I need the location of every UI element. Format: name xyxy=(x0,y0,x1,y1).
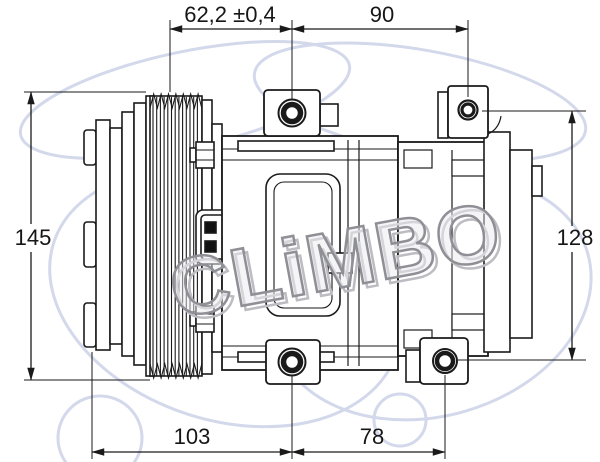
top-rear-lug-step xyxy=(437,91,449,139)
dim-label-bottom-right: 78 xyxy=(360,424,384,449)
bolt-tip xyxy=(189,147,197,163)
body-rib-block xyxy=(237,140,335,152)
dimension-lines xyxy=(27,25,576,456)
clutch-tab xyxy=(83,302,97,348)
hex-bolt xyxy=(195,141,215,169)
mounting-lugs xyxy=(263,85,489,385)
rear-stub xyxy=(531,165,543,197)
dim-label-top-left: 62,2 ±0,4 xyxy=(184,2,276,27)
connector-pin xyxy=(204,221,217,234)
bottom-rear-lug xyxy=(419,337,469,385)
dim-label-bottom-left: 103 xyxy=(174,424,211,449)
clutch-tab xyxy=(83,129,97,166)
clutch-front-plate xyxy=(95,119,111,351)
compressor-body xyxy=(221,103,399,371)
bottom-front-lug-hole xyxy=(277,347,307,377)
lug-step xyxy=(319,103,339,127)
bottom-rear-lug-hole xyxy=(432,348,458,374)
clutch-ring xyxy=(121,111,135,357)
bottom-rear-lug-step xyxy=(405,349,421,383)
hex-bolt xyxy=(195,305,215,333)
rear-plate xyxy=(483,131,511,353)
dim-label-top-right: 90 xyxy=(370,2,394,27)
rear-cap xyxy=(509,149,533,339)
body-port xyxy=(327,252,353,274)
compressor-drawing xyxy=(83,85,543,385)
dim-label-left: 145 xyxy=(15,225,52,250)
clutch-tab xyxy=(83,221,97,268)
top-front-lug-hole xyxy=(277,98,307,128)
top-rear-lug-hole xyxy=(457,99,479,121)
clutch-ring xyxy=(133,102,147,366)
bottom-front-lug xyxy=(265,339,321,385)
clutch-ring xyxy=(109,127,123,345)
dimension-annotations: 62,2 ±0,4 90 145 128 103 78 xyxy=(15,2,594,459)
rear-housing xyxy=(397,115,543,357)
dim-label-right: 128 xyxy=(557,225,594,250)
connector-pin xyxy=(204,240,217,253)
